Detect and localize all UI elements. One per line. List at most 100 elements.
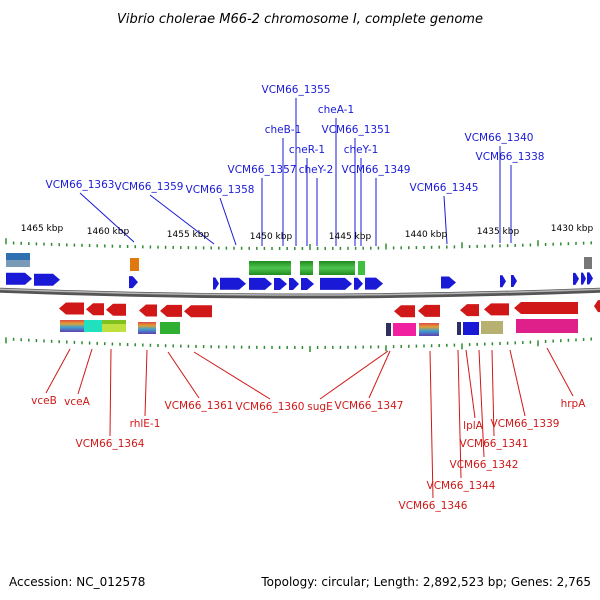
accession-text: Accession: NC_012578: [9, 575, 145, 589]
callout-line: [368, 350, 391, 399]
gene-label-rev[interactable]: vceA: [64, 396, 90, 408]
feature-block: [419, 323, 439, 336]
gene-label-rev[interactable]: lplA: [463, 420, 483, 432]
forward-gene-arrow[interactable]: [213, 277, 219, 290]
gene-label-fwd[interactable]: VCM66_1338: [476, 151, 545, 163]
gene-label-fwd[interactable]: cheB-1: [265, 124, 302, 136]
forward-gene-arrow[interactable]: [573, 272, 579, 285]
callout-line: [77, 348, 93, 395]
gene-label-fwd[interactable]: VCM66_1357: [228, 164, 297, 176]
forward-gene-arrow[interactable]: [587, 272, 593, 285]
reverse-gene-arrow[interactable]: [59, 302, 84, 315]
forward-gene-arrow[interactable]: [249, 277, 272, 290]
gene-label-rev[interactable]: vceB: [31, 395, 57, 407]
forward-gene-arrow[interactable]: [354, 277, 363, 290]
callout-line: [79, 192, 135, 243]
gene-label-rev[interactable]: VCM66_1347: [335, 400, 404, 412]
gene-label-rev[interactable]: rhlE-1: [130, 418, 161, 430]
reverse-gene-arrow[interactable]: [484, 303, 509, 316]
gene-label-fwd[interactable]: cheY-1: [344, 144, 379, 156]
forward-gene-arrow[interactable]: [301, 277, 314, 290]
axis-tick-labels: 1465 kbp 1460 kbp 1455 kbp 1450 kbp 1445…: [21, 224, 594, 242]
reverse-gene-arrow[interactable]: [106, 303, 126, 316]
tick-label-1455: 1455 kbp: [167, 230, 210, 240]
forward-gene-arrow[interactable]: [129, 276, 138, 289]
feature-block: [358, 261, 365, 275]
reverse-gene-arrow[interactable]: [594, 300, 600, 313]
gene-label-rev[interactable]: VCM66_1361: [165, 400, 234, 412]
gene-label-rev[interactable]: VCM66_1342: [450, 459, 519, 471]
forward-gene-arrow[interactable]: [581, 272, 586, 285]
forward-gene-arrow[interactable]: [365, 277, 383, 290]
topology-text: Topology: circular; Length: 2,892,523 bp…: [260, 575, 591, 589]
gene-label-rev[interactable]: VCM66_1360: [236, 401, 305, 413]
callout-line: [509, 349, 526, 417]
callout-line: [45, 348, 71, 394]
callout-line: [144, 349, 148, 417]
forward-gene-arrow[interactable]: [274, 277, 287, 290]
gene-label-rev[interactable]: VCM66_1341: [460, 438, 529, 450]
forward-gene-labels: VCM66_1363 VCM66_1359 VCM66_1358 VCM66_1…: [46, 84, 545, 196]
feature-block: [249, 261, 291, 275]
forward-gene-arrow[interactable]: [289, 277, 299, 290]
feature-block: [300, 261, 313, 275]
feature-block: [386, 323, 391, 336]
feature-block: [457, 322, 461, 335]
feature-block: [584, 257, 592, 269]
gene-label-fwd[interactable]: VCM66_1340: [465, 132, 534, 144]
axis-ticks: [5, 238, 592, 352]
forward-gene-arrow[interactable]: [511, 274, 517, 287]
forward-gene-arrow[interactable]: [320, 277, 352, 290]
tick-label-1460: 1460 kbp: [87, 227, 130, 237]
tick-label-1445: 1445 kbp: [329, 232, 372, 242]
gene-label-fwd[interactable]: VCM66_1351: [322, 124, 391, 136]
feature-block: [84, 320, 102, 332]
gene-label-fwd[interactable]: VCM66_1358: [186, 184, 255, 196]
reverse-gene-track: [59, 300, 600, 318]
feature-block: [319, 261, 355, 275]
gene-label-fwd[interactable]: VCM66_1355: [262, 84, 331, 96]
tick-label-1440: 1440 kbp: [405, 230, 448, 240]
forward-gene-arrow[interactable]: [6, 272, 32, 285]
reverse-feature-track: [60, 319, 578, 336]
tick-label-1435: 1435 kbp: [477, 227, 520, 237]
gene-label-rev[interactable]: VCM66_1364: [76, 438, 145, 450]
forward-gene-track: [6, 272, 593, 290]
reverse-gene-arrow[interactable]: [514, 301, 578, 314]
reverse-gene-labels: vceB vceA VCM66_1364 rhlE-1 VCM66_1361 V…: [31, 395, 586, 512]
gene-label-rev[interactable]: VCM66_1346: [399, 500, 468, 512]
gene-label-rev[interactable]: sugE: [307, 401, 332, 413]
gene-label-rev[interactable]: VCM66_1344: [427, 480, 496, 492]
forward-gene-arrow[interactable]: [441, 276, 456, 289]
chromosome-backbone: [0, 287, 600, 299]
callout-line: [149, 194, 215, 245]
gene-label-fwd[interactable]: VCM66_1359: [115, 181, 184, 193]
gene-label-fwd[interactable]: cheA-1: [318, 104, 354, 116]
feature-block: [6, 260, 30, 267]
gene-label-fwd[interactable]: cheR-1: [289, 144, 325, 156]
gene-label-rev[interactable]: VCM66_1339: [491, 418, 560, 430]
gene-label-fwd[interactable]: VCM66_1363: [46, 179, 115, 191]
tick-label-1450: 1450 kbp: [250, 232, 293, 242]
gene-label-fwd[interactable]: cheY-2: [299, 164, 334, 176]
gene-label-rev[interactable]: hrpA: [561, 398, 587, 410]
reverse-gene-arrow[interactable]: [394, 305, 415, 318]
forward-gene-arrow[interactable]: [500, 275, 506, 288]
reverse-gene-arrow[interactable]: [184, 305, 212, 318]
feature-block: [130, 258, 139, 271]
gene-label-fwd[interactable]: VCM66_1349: [342, 164, 411, 176]
forward-gene-arrow[interactable]: [34, 273, 60, 286]
tick-label-1430: 1430 kbp: [551, 224, 594, 234]
reverse-gene-arrow[interactable]: [418, 304, 440, 317]
callout-lines: [45, 98, 574, 499]
reverse-gene-arrow[interactable]: [139, 304, 157, 317]
feature-block: [393, 323, 416, 336]
gene-label-fwd[interactable]: VCM66_1345: [410, 182, 479, 194]
reverse-gene-arrow[interactable]: [160, 304, 182, 317]
forward-gene-arrow[interactable]: [220, 277, 246, 290]
feature-block: [463, 322, 479, 335]
reverse-gene-arrow[interactable]: [460, 304, 479, 317]
callout-line: [109, 348, 112, 437]
reverse-gene-arrow[interactable]: [86, 303, 104, 316]
